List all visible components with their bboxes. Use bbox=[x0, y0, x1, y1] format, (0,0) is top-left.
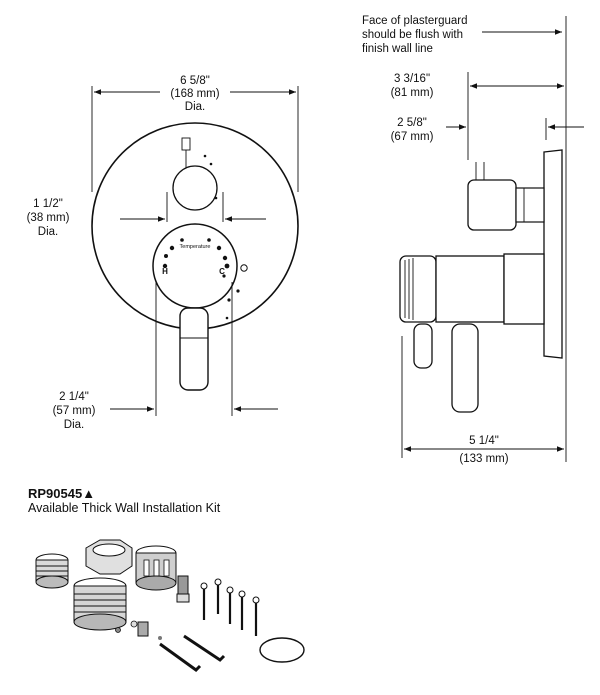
depth-a-metric: (81 mm) bbox=[391, 87, 434, 99]
dot bbox=[227, 298, 231, 302]
allen-wrenches bbox=[159, 634, 226, 672]
side-view: Face of plasterguard should be flush wit… bbox=[362, 15, 584, 465]
note-line-3: finish wall line bbox=[362, 43, 433, 55]
kit-part-number: RP90545▲ bbox=[28, 486, 96, 501]
handle-dia-metric: (38 mm) bbox=[27, 212, 70, 224]
length-imperial: 5 1/4" bbox=[469, 435, 499, 447]
diverter-collar bbox=[515, 187, 545, 223]
dot bbox=[225, 316, 229, 320]
dial-label: Temperature bbox=[180, 244, 211, 250]
threaded-adapter bbox=[35, 553, 69, 589]
lever-side-long bbox=[451, 323, 479, 413]
lever-side-short bbox=[413, 323, 433, 369]
depth-b-imperial: 2 5/8" bbox=[397, 117, 427, 129]
kit-description: Available Thick Wall Installation Kit bbox=[28, 501, 221, 515]
knob-grip bbox=[404, 258, 414, 320]
set-screw bbox=[176, 575, 190, 603]
handle-dia-suffix: Dia. bbox=[38, 226, 58, 238]
small-screws bbox=[115, 620, 162, 640]
diverter-knob bbox=[172, 165, 218, 211]
dot bbox=[209, 162, 213, 166]
handle-dia-imperial: 1 1/2" bbox=[33, 198, 63, 210]
overall-dia-imperial: 6 5/8" bbox=[180, 75, 210, 87]
overall-dia-suffix: Dia. bbox=[185, 101, 205, 113]
dial-scale bbox=[162, 238, 230, 278]
note-line-2: should be flush with bbox=[362, 29, 463, 41]
dot bbox=[214, 196, 218, 200]
slotted-sleeve bbox=[135, 545, 177, 591]
valve-body-side bbox=[435, 255, 505, 323]
diverter-side bbox=[467, 179, 517, 231]
overall-dia-metric: (168 mm) bbox=[170, 88, 219, 100]
lever-dia-metric: (57 mm) bbox=[53, 405, 96, 417]
lever-handle bbox=[179, 307, 209, 391]
mounting-screws bbox=[200, 578, 260, 636]
o-ring bbox=[259, 637, 305, 663]
hot-label: H bbox=[162, 267, 168, 276]
front-view: 6 5/8" (168 mm) Dia. 1 1/2" (38 mm) Dia.… bbox=[27, 75, 299, 431]
depth-b-metric: (67 mm) bbox=[391, 131, 434, 143]
length-metric: (133 mm) bbox=[459, 453, 508, 465]
cold-label: C bbox=[219, 267, 225, 276]
dot bbox=[203, 154, 207, 158]
dot bbox=[236, 289, 240, 293]
hex-nut bbox=[85, 539, 133, 575]
valve-sleeve-side bbox=[503, 253, 545, 325]
kit-parts bbox=[35, 539, 305, 672]
escutcheon-profile bbox=[543, 149, 563, 359]
lever-dia-suffix: Dia. bbox=[64, 419, 84, 431]
lever-dia-imperial: 2 1/4" bbox=[59, 391, 89, 403]
screw-hole bbox=[240, 264, 248, 272]
depth-a-imperial: 3 3/16" bbox=[394, 73, 430, 85]
threaded-collar bbox=[73, 577, 127, 631]
note-line-1: Face of plasterguard bbox=[362, 15, 467, 27]
